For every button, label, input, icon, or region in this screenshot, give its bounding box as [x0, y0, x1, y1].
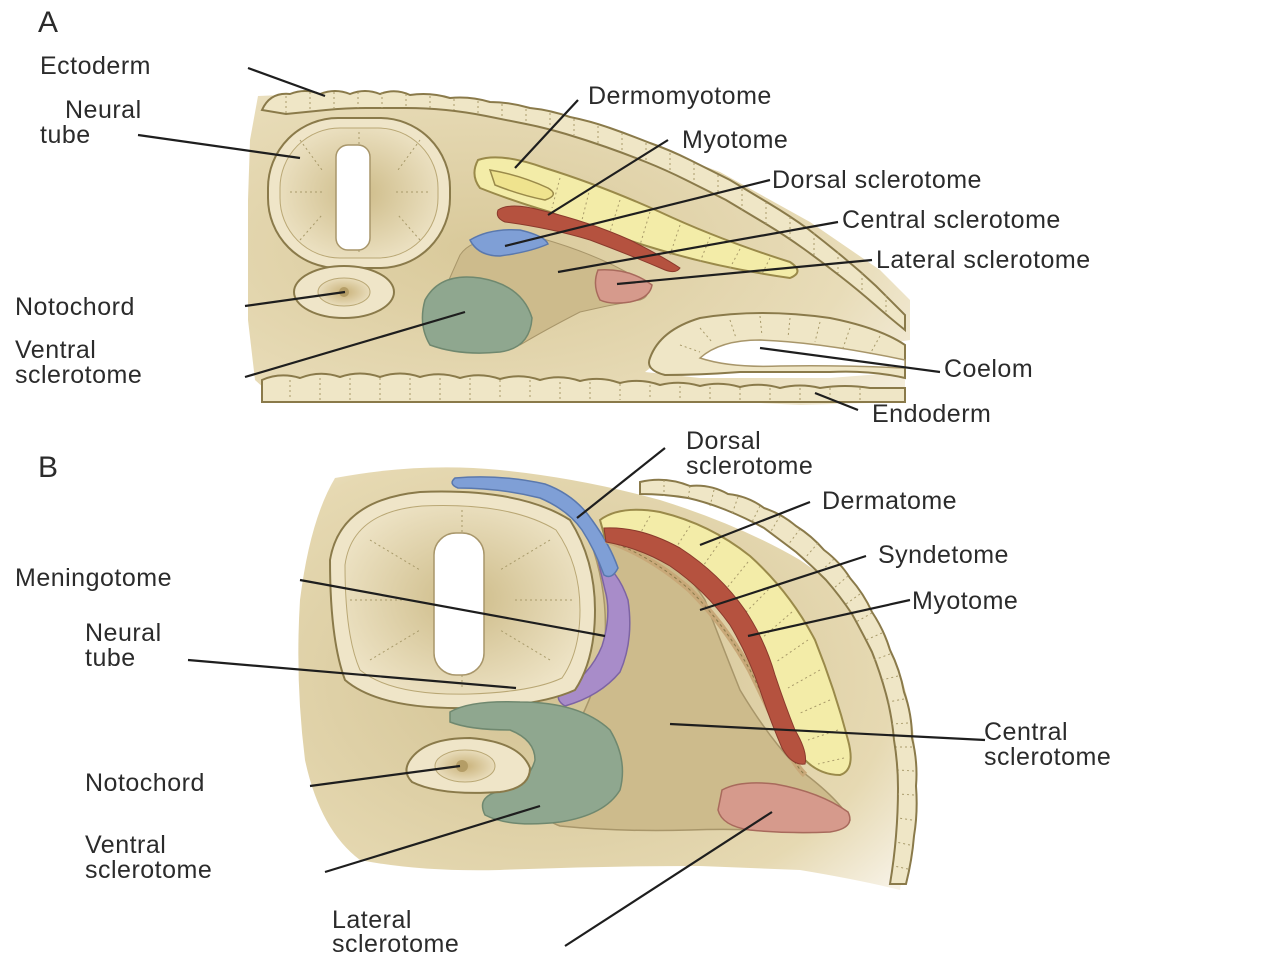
- label-endoderm-a: Endoderm: [872, 400, 991, 428]
- label-neural-tube-b-2: tube: [85, 644, 136, 672]
- label-neural-tube-a-1: Neural: [65, 96, 142, 124]
- label-dorsal-sclerotome-b-2: sclerotome: [686, 452, 813, 480]
- label-ectoderm-a: Ectoderm: [40, 52, 151, 80]
- label-myotome-a: Myotome: [682, 126, 788, 154]
- label-syndetome-b: Syndetome: [878, 541, 1009, 569]
- panel-a: A: [15, 6, 1091, 428]
- label-neural-tube-a-2: tube: [40, 121, 91, 149]
- label-notochord-a: Notochord: [15, 293, 135, 321]
- panel-b: B: [15, 427, 1111, 957]
- label-lateral-sclerotome-a: Lateral sclerotome: [876, 246, 1091, 274]
- label-dorsal-sclerotome-a: Dorsal sclerotome: [772, 166, 982, 194]
- label-coelom-a: Coelom: [944, 355, 1033, 383]
- label-central-sclerotome-b-2: sclerotome: [984, 743, 1111, 771]
- label-meningotome-b: Meningotome: [15, 564, 172, 592]
- label-neural-tube-b-1: Neural: [85, 619, 162, 647]
- panel-a-letter: A: [38, 6, 58, 39]
- label-ventral-sclerotome-a-2: sclerotome: [15, 361, 142, 389]
- panel-a-neural-tube: [268, 118, 450, 268]
- label-central-sclerotome-b-1: Central: [984, 718, 1068, 746]
- label-ventral-sclerotome-b-1: Ventral: [85, 831, 166, 859]
- label-ventral-sclerotome-b-2: sclerotome: [85, 856, 212, 884]
- label-lateral-sclerotome-b-2: sclerotome: [332, 930, 459, 957]
- label-ventral-sclerotome-a-1: Ventral: [15, 336, 96, 364]
- label-notochord-b: Notochord: [85, 769, 205, 797]
- label-central-sclerotome-a: Central sclerotome: [842, 206, 1061, 234]
- label-myotome-b: Myotome: [912, 587, 1018, 615]
- label-dorsal-sclerotome-b-1: Dorsal: [686, 427, 761, 455]
- label-dermomyotome-a: Dermomyotome: [588, 82, 772, 110]
- panel-b-letter: B: [38, 451, 58, 484]
- label-dermatome-b: Dermatome: [822, 487, 957, 515]
